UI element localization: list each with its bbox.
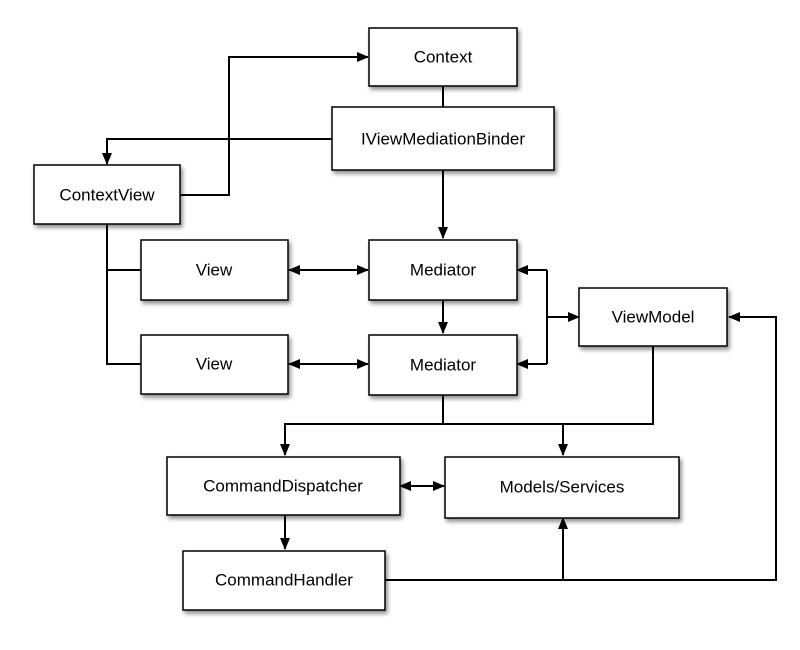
node-iviewmediationbinder: IViewMediationBinder — [331, 106, 555, 171]
node-commanddispatcher: CommandDispatcher — [166, 456, 401, 516]
edge-contextview-to-views — [106, 224, 141, 365]
edge-handler-to-viewmodel — [563, 312, 777, 581]
edge-viewmodel-to-models — [563, 346, 654, 425]
node-contextview: ContextView — [33, 164, 181, 225]
connectors — [102, 52, 777, 581]
node-mediator-1: Mediator — [368, 239, 518, 301]
node-view-1: View — [140, 239, 289, 301]
node-contextview-label: ContextView — [59, 186, 155, 205]
node-context-label: Context — [414, 48, 473, 67]
edge-handler-to-models — [385, 517, 568, 581]
edge-contextview-to-context — [180, 52, 369, 196]
node-viewmodel: ViewModel — [578, 287, 728, 347]
edge-binder-to-contextview — [102, 138, 332, 165]
node-mediator-2: Mediator — [368, 334, 518, 396]
node-commandhandler-label: CommandHandler — [215, 571, 353, 590]
node-view-2-label: View — [196, 355, 233, 374]
node-view-1-label: View — [196, 261, 233, 280]
node-iviewmediationbinder-label: IViewMediationBinder — [361, 130, 525, 149]
node-models-services: Models/Services — [444, 456, 680, 519]
node-commanddispatcher-label: CommandDispatcher — [203, 477, 363, 496]
node-context: Context — [368, 27, 518, 87]
node-mediator-2-label: Mediator — [410, 356, 476, 375]
node-models-services-label: Models/Services — [500, 478, 625, 497]
node-view-2: View — [140, 334, 289, 395]
node-mediator-1-label: Mediator — [410, 261, 476, 280]
node-viewmodel-label: ViewModel — [612, 308, 695, 327]
edge-mediator2-to-dispatcher — [280, 395, 444, 456]
node-commandhandler: CommandHandler — [182, 550, 386, 611]
edge-mediator2-to-models — [443, 423, 568, 456]
